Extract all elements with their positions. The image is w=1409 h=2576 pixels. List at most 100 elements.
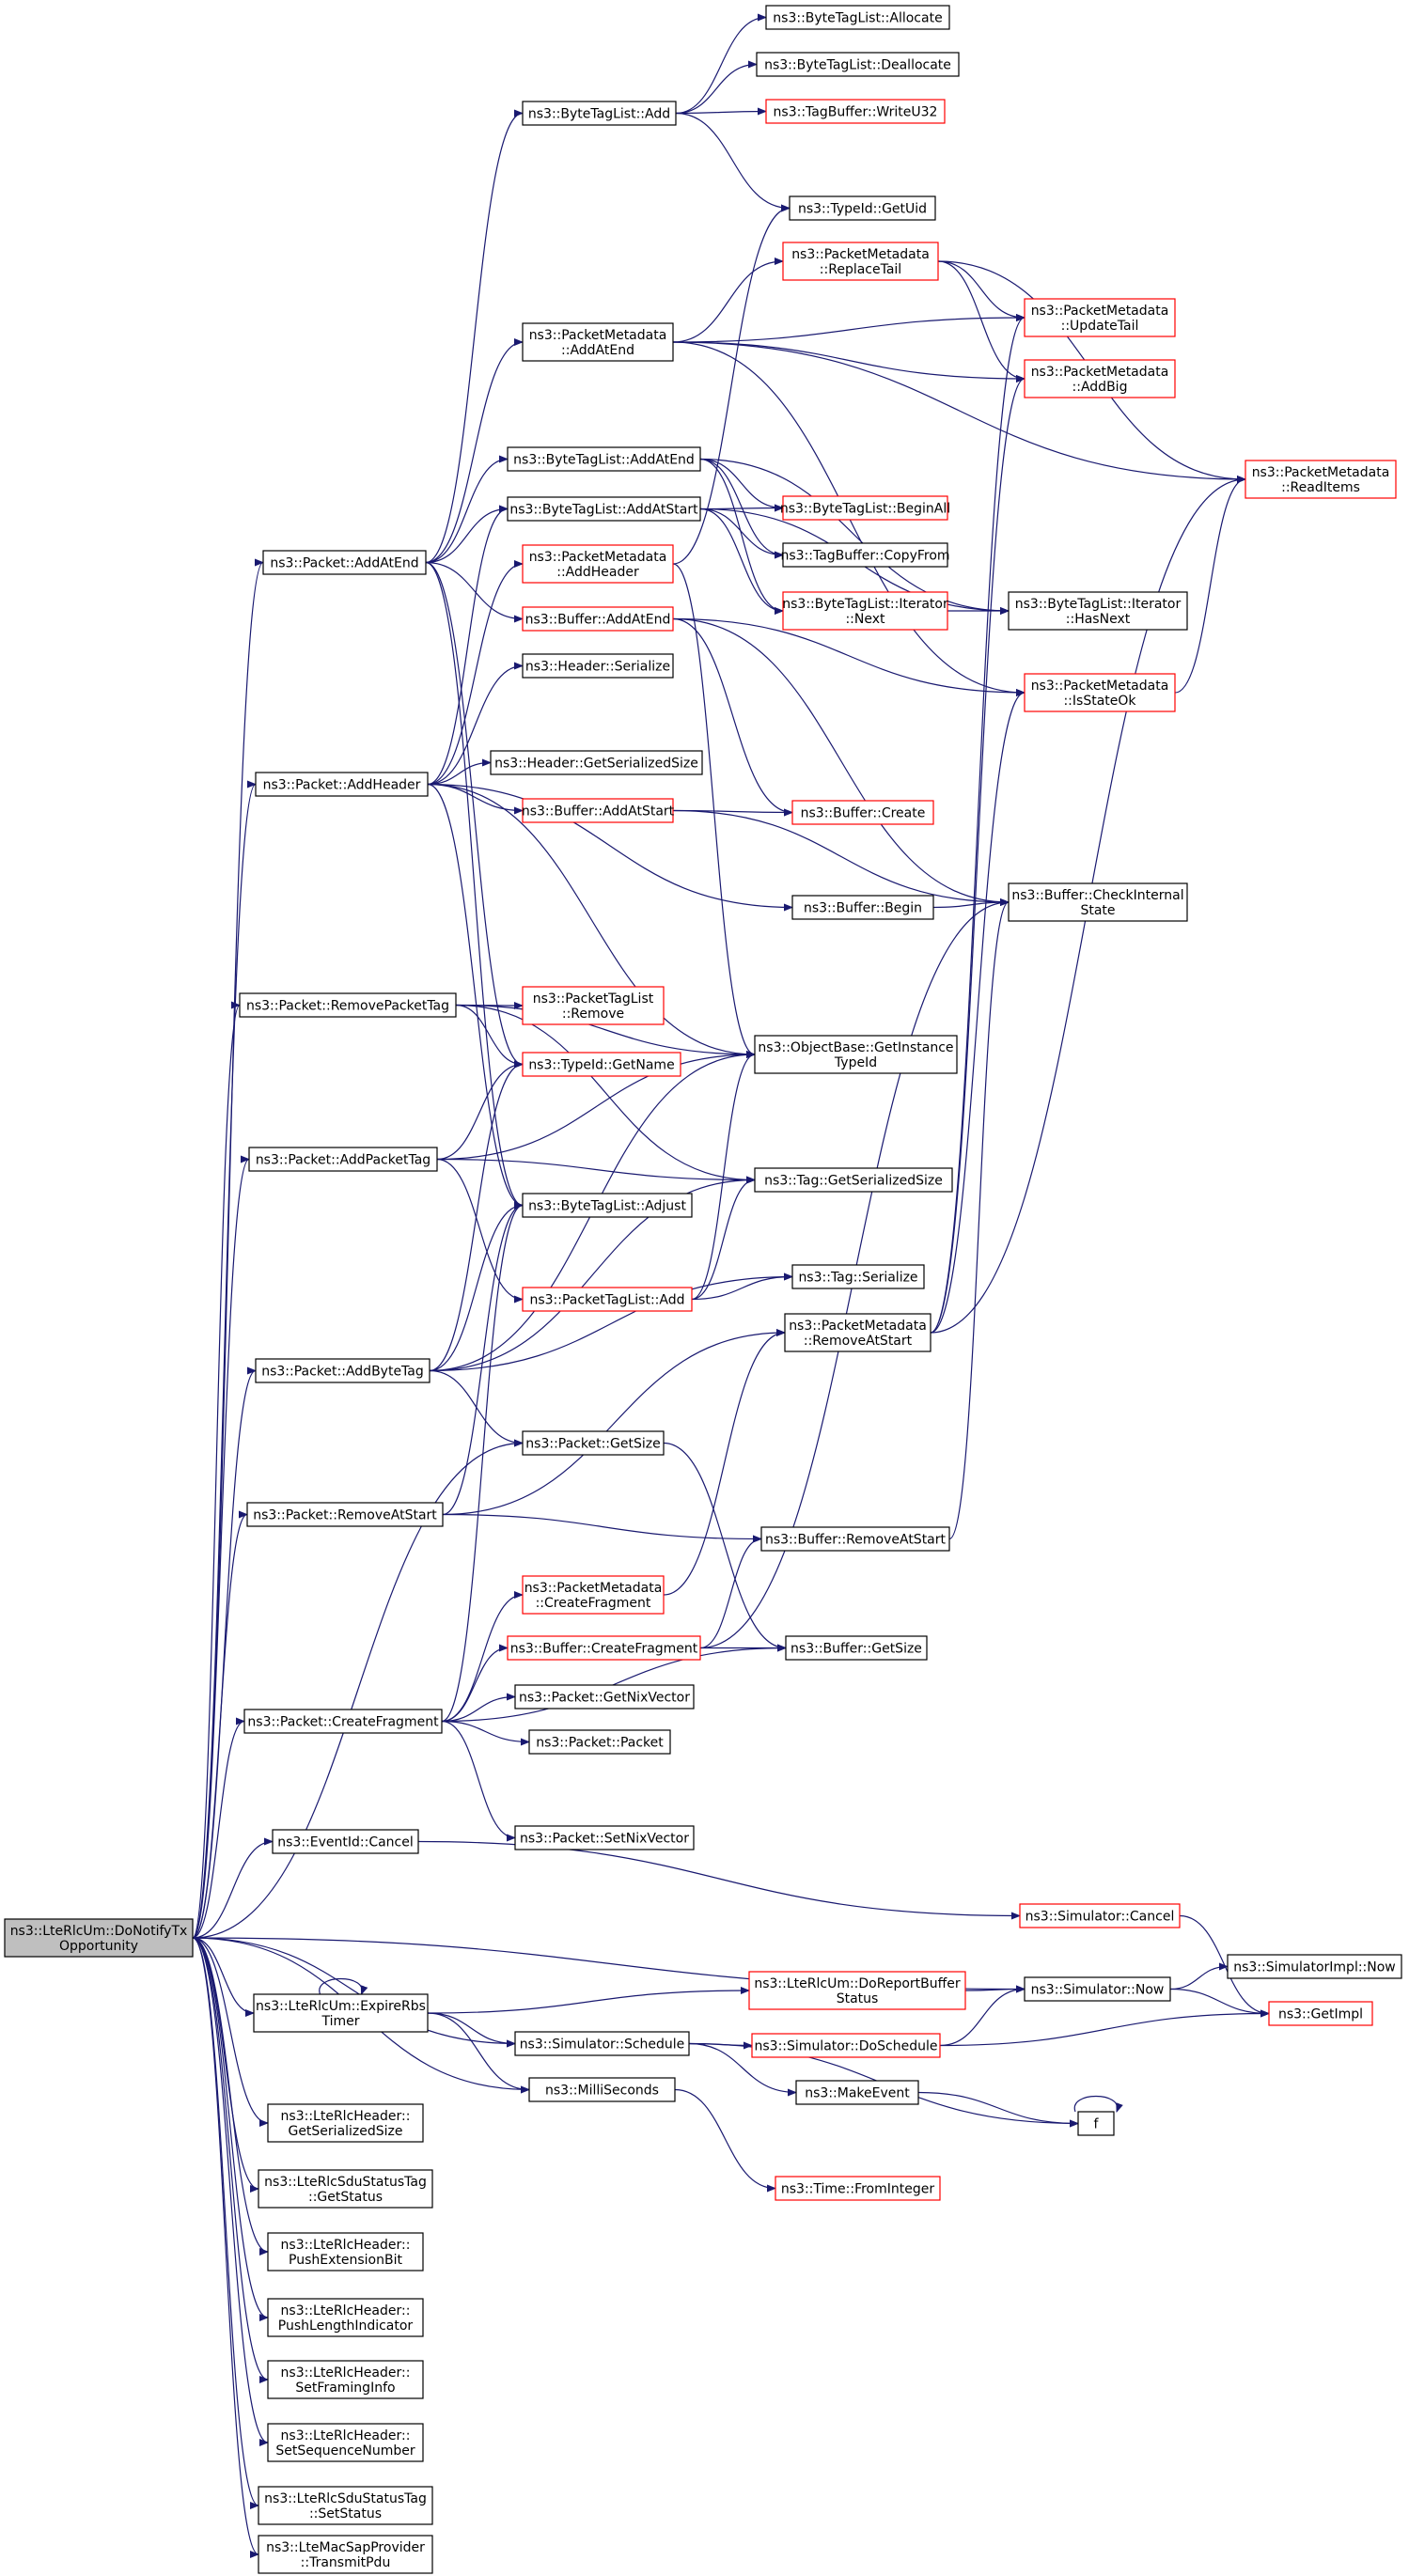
function-node-btl-addatend[interactable]: ns3::ByteTagList::AddAtEnd bbox=[507, 446, 701, 472]
function-node-rlchdr-setseq[interactable]: ns3::LteRlcHeader::SetSequenceNumber bbox=[267, 2423, 424, 2462]
function-node-f[interactable]: f bbox=[1077, 2111, 1115, 2136]
function-node-tag-getsersize[interactable]: ns3::Tag::GetSerializedSize bbox=[754, 1167, 953, 1193]
function-node-pkt-addheader[interactable]: ns3::Packet::AddHeader bbox=[255, 772, 429, 797]
function-node-time-frominteger[interactable]: ns3::Time::FromInteger bbox=[775, 2176, 941, 2201]
function-node-pm-removeatstart[interactable]: ns3::PacketMetadata::RemoveAtStart bbox=[784, 1313, 932, 1352]
function-node-tagbuf-copyfrom[interactable]: ns3::TagBuffer::CopyFrom bbox=[780, 542, 950, 568]
function-node-typeid-getuid[interactable]: ns3::TypeId::GetUid bbox=[789, 195, 936, 221]
function-node-pm-replacetail[interactable]: ns3::PacketMetadata::ReplaceTail bbox=[782, 242, 939, 281]
function-node-pm-addatend[interactable]: ns3::PacketMetadata::AddAtEnd bbox=[522, 322, 674, 362]
node-label: ns3::ByteTagList::Add bbox=[528, 107, 670, 122]
node-label: ns3::Packet::AddPacketTag bbox=[256, 1153, 431, 1168]
node-box bbox=[1077, 2111, 1115, 2136]
function-node-buf-create[interactable]: ns3::Buffer::Create bbox=[791, 800, 934, 825]
function-node-hdr-serialize[interactable]: ns3::Header::Serialize bbox=[522, 653, 674, 679]
function-node-sim-cancel[interactable]: ns3::Simulator::Cancel bbox=[1019, 1903, 1181, 1928]
node-label: ns3::Simulator::Now bbox=[1031, 1983, 1165, 1998]
call-edge bbox=[672, 617, 1010, 906]
function-node-pm-readitems[interactable]: ns3::PacketMetadata::ReadItems bbox=[1245, 460, 1397, 499]
function-node-buf-addatend[interactable]: ns3::Buffer::AddAtEnd bbox=[522, 606, 674, 632]
function-node-sim-schedule[interactable]: ns3::Simulator::Schedule bbox=[514, 2031, 690, 2056]
function-node-getimpl[interactable]: ns3::GetImpl bbox=[1268, 2001, 1373, 2026]
node-box bbox=[258, 2486, 433, 2525]
function-node-sim-now[interactable]: ns3::Simulator::Now bbox=[1024, 1976, 1171, 2002]
node-box bbox=[507, 496, 701, 522]
function-node-buf-removeatstart[interactable]: ns3::Buffer::RemoveAtStart bbox=[760, 1526, 950, 1552]
function-node-ptl-remove[interactable]: ns3::PacketTagList::Remove bbox=[522, 986, 665, 1025]
function-node-btl-deallocate[interactable]: ns3::ByteTagList::Deallocate bbox=[756, 52, 960, 77]
function-node-rlchdr-pushlen[interactable]: ns3::LteRlcHeader::PushLengthIndicator bbox=[267, 2298, 424, 2337]
function-node-pkt-getsize[interactable]: ns3::Packet::GetSize bbox=[522, 1430, 665, 1456]
function-node-btl-iter-hasnext[interactable]: ns3::ByteTagList::Iterator::HasNext bbox=[1008, 591, 1188, 631]
node-label: Opportunity bbox=[59, 1939, 138, 1954]
function-node-makeevent[interactable]: ns3::MakeEvent bbox=[795, 2080, 919, 2105]
function-node-simimpl-now[interactable]: ns3::SimulatorImpl::Now bbox=[1227, 1954, 1402, 1979]
function-node-pkt-addpackettag[interactable]: ns3::Packet::AddPacketTag bbox=[248, 1147, 438, 1172]
function-node-eventid-cancel[interactable]: ns3::EventId::Cancel bbox=[272, 1829, 419, 1854]
function-node-btl-allocate[interactable]: ns3::ByteTagList::Allocate bbox=[765, 5, 950, 30]
call-edge bbox=[427, 2012, 530, 2094]
node-label: ns3::Buffer::AddAtEnd bbox=[525, 613, 671, 628]
function-node-pkt-removeatstart[interactable]: ns3::Packet::RemoveAtStart bbox=[246, 1502, 444, 1527]
node-box bbox=[255, 1358, 431, 1383]
function-node-pkt-setnixvector[interactable]: ns3::Packet::SetNixVector bbox=[514, 1825, 695, 1850]
function-node-rlchdr-setframing[interactable]: ns3::LteRlcHeader::SetFramingInfo bbox=[267, 2360, 424, 2399]
function-node-buf-begin[interactable]: ns3::Buffer::Begin bbox=[791, 895, 934, 920]
function-node-btl-addatstart[interactable]: ns3::ByteTagList::AddAtStart bbox=[507, 496, 701, 522]
function-node-hdr-getsersize[interactable]: ns3::Header::GetSerializedSize bbox=[490, 750, 703, 775]
function-node-pkt-addbytetag[interactable]: ns3::Packet::AddByteTag bbox=[255, 1358, 431, 1383]
call-edge bbox=[455, 1004, 524, 1069]
function-node-rlchdr-pushext[interactable]: ns3::LteRlcHeader::PushExtensionBit bbox=[267, 2232, 424, 2272]
function-node-pm-createfragment[interactable]: ns3::PacketMetadata::CreateFragment bbox=[522, 1575, 665, 1615]
function-node-pkt-removepackettag[interactable]: ns3::Packet::RemovePacketTag bbox=[239, 992, 457, 1018]
node-label: ns3::Buffer::Create bbox=[801, 806, 926, 821]
node-box bbox=[514, 2031, 690, 2056]
node-label: ns3::PacketMetadata bbox=[524, 1581, 663, 1596]
function-node-tag-serialize[interactable]: ns3::Tag::Serialize bbox=[791, 1264, 925, 1289]
node-label: ::CreateFragment bbox=[536, 1596, 651, 1611]
function-node-typeid-getname[interactable]: ns3::TypeId::GetName bbox=[522, 1052, 681, 1077]
function-node-pm-addheader[interactable]: ns3::PacketMetadata::AddHeader bbox=[522, 544, 674, 584]
function-node-tagbuf-writeu32[interactable]: ns3::TagBuffer::WriteU32 bbox=[765, 99, 946, 124]
function-node-buf-addatstart[interactable]: ns3::Buffer::AddAtStart bbox=[522, 798, 675, 823]
node-label: f bbox=[1094, 2117, 1100, 2132]
function-node-sim-doschedule[interactable]: ns3::Simulator::DoSchedule bbox=[751, 2033, 941, 2058]
function-node-pkt-createfragment[interactable]: ns3::Packet::CreateFragment bbox=[243, 1709, 443, 1734]
function-node-pkt-addatend[interactable]: ns3::Packet::AddAtEnd bbox=[262, 550, 427, 575]
function-node-buf-getsize[interactable]: ns3::Buffer::GetSize bbox=[785, 1635, 928, 1661]
function-node-pm-updatetail[interactable]: ns3::PacketMetadata::UpdateTail bbox=[1024, 298, 1176, 337]
node-box bbox=[782, 591, 948, 631]
call-edge bbox=[672, 341, 1025, 382]
call-edge bbox=[672, 341, 1246, 483]
call-edge bbox=[672, 563, 756, 1058]
node-label: ::AddHeader bbox=[556, 565, 639, 580]
function-node-milliseconds[interactable]: ns3::MilliSeconds bbox=[528, 2077, 676, 2102]
function-node-buf-createfragment[interactable]: ns3::Buffer::CreateFragment bbox=[507, 1635, 701, 1661]
function-node-btl-beginall[interactable]: ns3::ByteTagList::BeginAll bbox=[780, 495, 950, 521]
node-box bbox=[246, 1502, 444, 1527]
function-node-pkt-getnixvector[interactable]: ns3::Packet::GetNixVector bbox=[514, 1684, 695, 1710]
function-node-pm-addbig[interactable]: ns3::PacketMetadata::AddBig bbox=[1024, 359, 1176, 398]
node-label: ns3::ByteTagList::BeginAll bbox=[780, 502, 950, 517]
node-box bbox=[1024, 298, 1176, 337]
node-label: ns3::Packet::RemovePacketTag bbox=[246, 999, 449, 1014]
node-label: SetFramingInfo bbox=[295, 2381, 395, 2396]
call-edge bbox=[192, 1937, 269, 2256]
function-node-rlchdr-getsersize[interactable]: ns3::LteRlcHeader::GetSerializedSize bbox=[267, 2103, 424, 2143]
function-node-macsap-transmit[interactable]: ns3::LteMacSapProvider::TransmitPdu bbox=[258, 2535, 433, 2574]
function-node-btl-adjust[interactable]: ns3::ByteTagList::Adjust bbox=[522, 1193, 693, 1218]
function-node-btl-iter-next[interactable]: ns3::ByteTagList::Iterator::Next bbox=[782, 591, 948, 631]
function-node-sdutag-getstatus[interactable]: ns3::LteRlcSduStatusTag::GetStatus bbox=[258, 2169, 433, 2209]
call-edge bbox=[425, 505, 509, 564]
function-node-pkt-packet[interactable]: ns3::Packet::Packet bbox=[528, 1729, 671, 1755]
function-node-pm-isstateok[interactable]: ns3::PacketMetadata::IsStateOk bbox=[1024, 673, 1176, 712]
node-label: ns3::ByteTagList::Iterator bbox=[1015, 597, 1182, 612]
function-node-btl-add[interactable]: ns3::ByteTagList::Add bbox=[522, 101, 677, 126]
function-node-ptl-add[interactable]: ns3::PacketTagList::Add bbox=[522, 1287, 693, 1312]
function-node-sdutag-setstatus[interactable]: ns3::LteRlcSduStatusTag::SetStatus bbox=[258, 2486, 433, 2525]
